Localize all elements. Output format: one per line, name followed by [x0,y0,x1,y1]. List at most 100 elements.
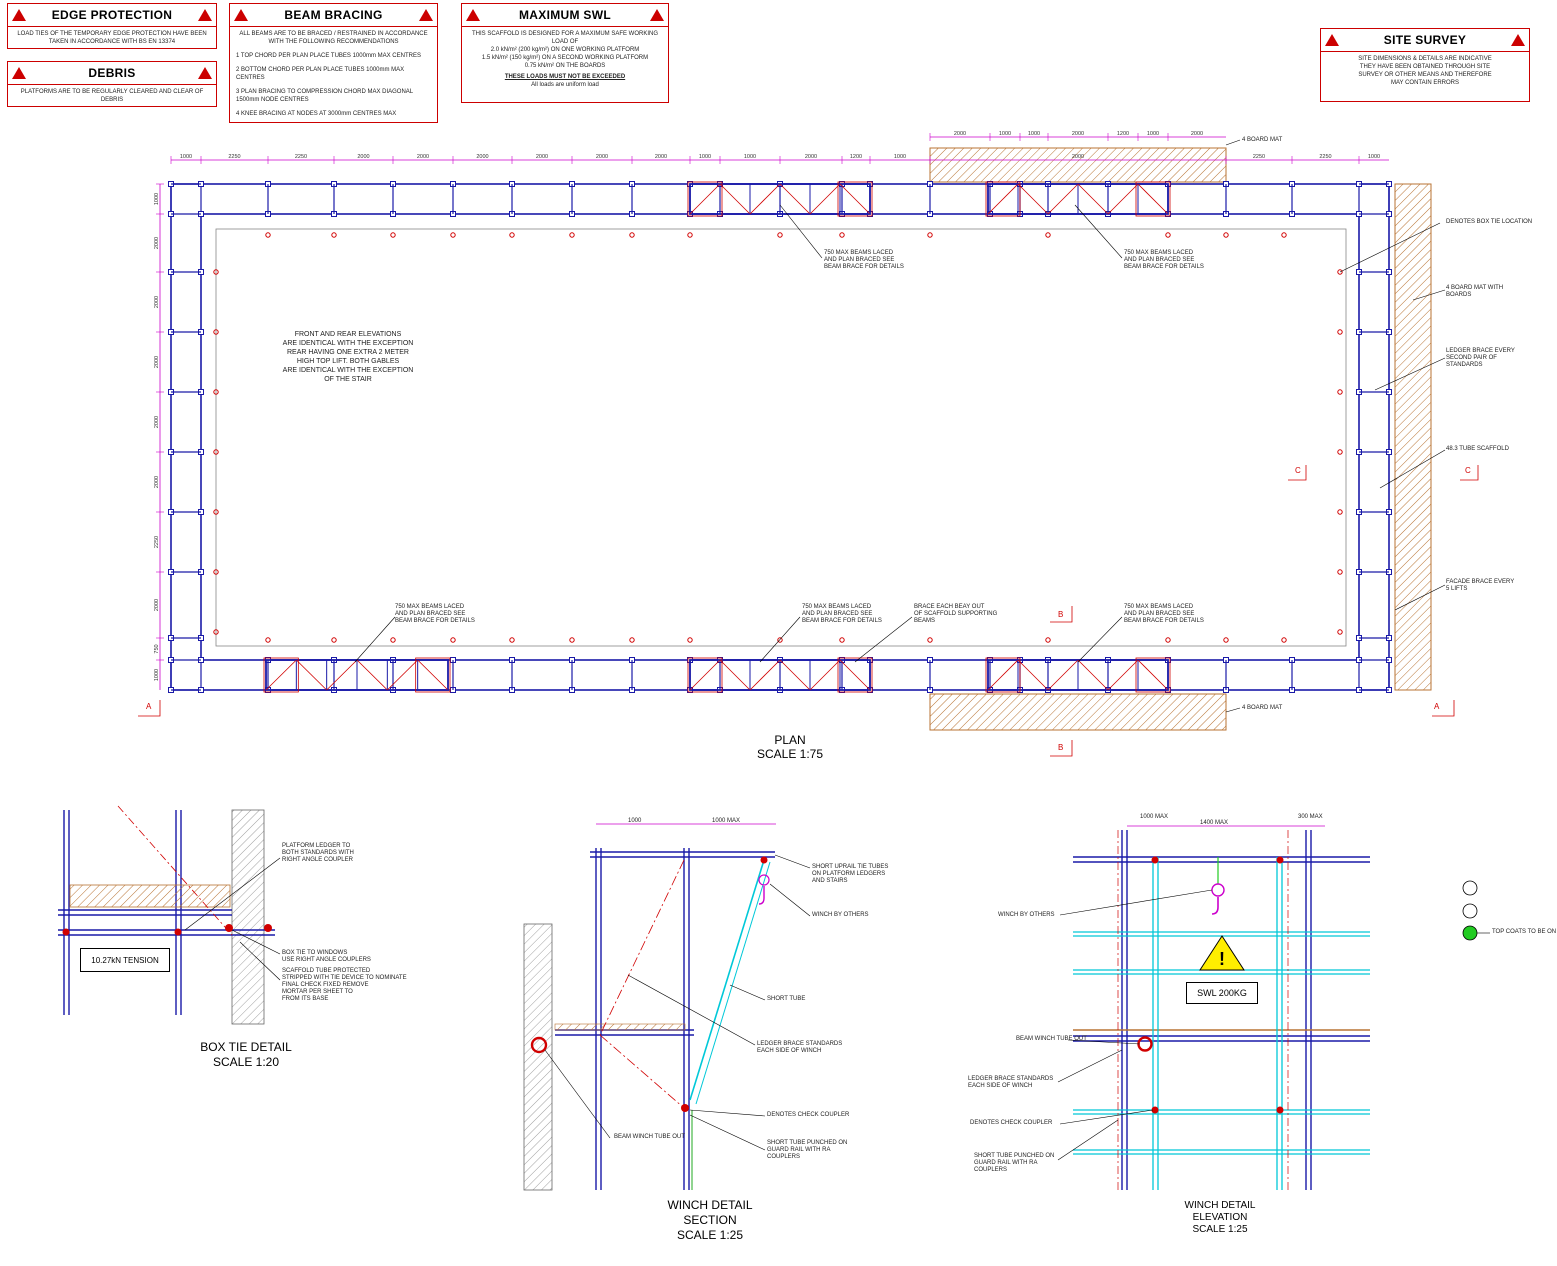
bracing-item: 2 BOTTOM CHORD PER PLAN PLACE TUBES 1000… [236,67,405,81]
section-marks [138,465,1479,757]
warning-icon [12,67,26,79]
plan-title: PLAN [774,733,806,747]
dimension-label: 2000 [805,154,817,160]
box-tie-label: BOX TIE TO WINDOWS USE RIGHT ANGLE COUPL… [282,950,371,963]
dimension-label: 1200 [1117,131,1129,137]
box-tie-marker [1337,569,1343,575]
section-a-label: A [1434,702,1440,711]
laced-beams [263,181,1171,693]
board-mat-label: 4 BOARD MAT WITH BOARDS [1446,285,1504,298]
bracing-item: 3 PLAN BRACING TO COMPRESSION CHORD MAX … [236,89,413,103]
board-mat-label: 4 BOARD MAT [1242,137,1283,143]
dimension-label: 1400 MAX [1200,820,1229,826]
dimension-label: 2250 [154,536,160,548]
box-tie-label: DENOTES BOX TIE LOCATION [1446,219,1533,225]
dimension-label: 2000 [357,154,369,160]
box-tie-label: SCAFFOLD TUBE PROTECTED STRIPPED WITH TI… [282,968,407,1002]
winch-elevation-title: WINCH DETAIL [1184,1200,1256,1211]
warning-icon [649,9,664,21]
facade-brace-label: FACADE BRACE EVERY 5 LIFTS [1446,579,1515,592]
dimension-label: 2000 [1072,131,1084,137]
dimension-label: 2000 [154,356,160,368]
winch-label: BEAM WINCH TUBE OUT [1016,1036,1087,1042]
warning-icon [197,67,212,79]
dimension-label: 1000 MAX [712,818,741,824]
box-tie-marker [1337,449,1343,455]
box-tie-marker [390,232,396,238]
box-tie-marker [1165,637,1171,643]
dimension-label: 1000 [894,154,906,160]
dimension-label: 1200 [850,154,862,160]
scaffold-frame [170,183,1390,691]
box-tie-marker [1223,232,1229,238]
ledger-brace-label: LEDGER BRACE EVERY SECOND PAIR OF STANDA… [1446,348,1515,368]
note-text: ALL BEAMS ARE TO BE BRACED / RESTRAINED … [239,31,428,45]
laced-beam [985,657,1171,693]
legend-label: TOP COATS TO BE ON [1492,929,1557,935]
winch-label: LEDGER BRACE STANDARDS EACH SIDE OF WINC… [757,1041,843,1054]
edge-protection-note: EDGE PROTECTION LOAD TIES OF THE TEMPORA… [7,3,217,49]
box-tie-marker [450,232,456,238]
box-tie-marker [1337,389,1343,395]
box-tie-marker [1045,637,1051,643]
scaffold-standards [168,181,1392,693]
dimension-label: 1000 [154,669,160,681]
winch-label: LEDGER BRACE STANDARDS EACH SIDE OF WINC… [968,1076,1054,1089]
dimension-label: 2000 [154,476,160,488]
box-tie-marker [927,232,933,238]
box-tie-marker [265,232,271,238]
box-tie-marker [1337,329,1343,335]
dimension-label: 1000 [1368,154,1380,160]
winch-label: SHORT TUBE PUNCHED ON GUARD RAIL WITH RA… [974,1153,1055,1173]
dimension-label: 2000 [417,154,429,160]
plan-centre-note: FRONT AND REAR ELEVATIONS ARE IDENTICAL … [282,331,414,383]
note-title: BEAM BRACING [284,8,383,22]
beam-bracing-note: BEAM BRACING ALL BEAMS ARE TO BE BRACED … [229,3,438,123]
board-mat-label: 4 BOARD MAT [1242,705,1283,711]
beam-note: 750 MAX BEAMS LACED AND PLAN BRACED SEE … [395,604,475,624]
laced-beam [263,657,451,693]
note-title: DEBRIS [88,66,136,80]
dimension-label: 2000 [476,154,488,160]
winch-label: WINCH BY OTHERS [812,912,869,918]
warning-icon [1199,935,1245,971]
box-tie-marker [390,637,396,643]
winch-label: SHORT TUBE [767,996,806,1002]
warning-icon [12,9,26,21]
section-c-label: C [1295,466,1301,475]
winch-label: SHORT UPRAIL TIE TUBES ON PLATFORM LEDGE… [812,864,889,884]
box-tie-marker [509,232,515,238]
dimension-label: 2000 [154,296,160,308]
dimension-label: 2000 [655,154,667,160]
dimension-label: 1000 [1028,131,1040,137]
section-b-label: B [1058,610,1064,619]
legend [1462,880,1490,941]
box-tie-markers [213,232,1343,643]
box-tie-marker [1281,637,1287,643]
board-mat-right [1394,183,1432,691]
box-tie-marker [450,637,456,643]
dimension-label: 2000 [154,599,160,611]
winch-label: DENOTES CHECK COUPLER [970,1120,1053,1126]
section-a-label: A [146,702,152,711]
box-tie-marker [213,569,219,575]
beam-note: 750 MAX BEAMS LACED AND PLAN BRACED SEE … [1124,250,1204,270]
note-title: MAXIMUM SWL [519,8,611,22]
dimension-label: 300 MAX [1298,814,1323,820]
box-tie-title: BOX TIE DETAIL [200,1040,292,1054]
box-tie-marker [777,637,783,643]
winch-elevation-sub: ELEVATION [1192,1212,1248,1223]
swl-box: SWL 200KG [1186,982,1258,1004]
board-mat-bottom [929,693,1227,731]
bracing-item: 1 TOP CHORD PER PLAN PLACE TUBES 1000mm … [236,53,421,59]
section-c-label: C [1465,466,1471,475]
dimension-label: 1000 [628,818,642,824]
note-sub: All loads are uniform load [531,82,599,88]
box-tie-marker [1337,269,1343,275]
winch-label: DENOTES CHECK COUPLER [767,1112,850,1118]
tube-label: 48.3 TUBE SCAFFOLD [1446,446,1509,452]
box-tie-detail [58,805,281,1025]
winch-section-sub: SECTION [683,1213,737,1227]
warning-icon [418,9,433,21]
dimension-label: 2000 [1072,154,1084,160]
